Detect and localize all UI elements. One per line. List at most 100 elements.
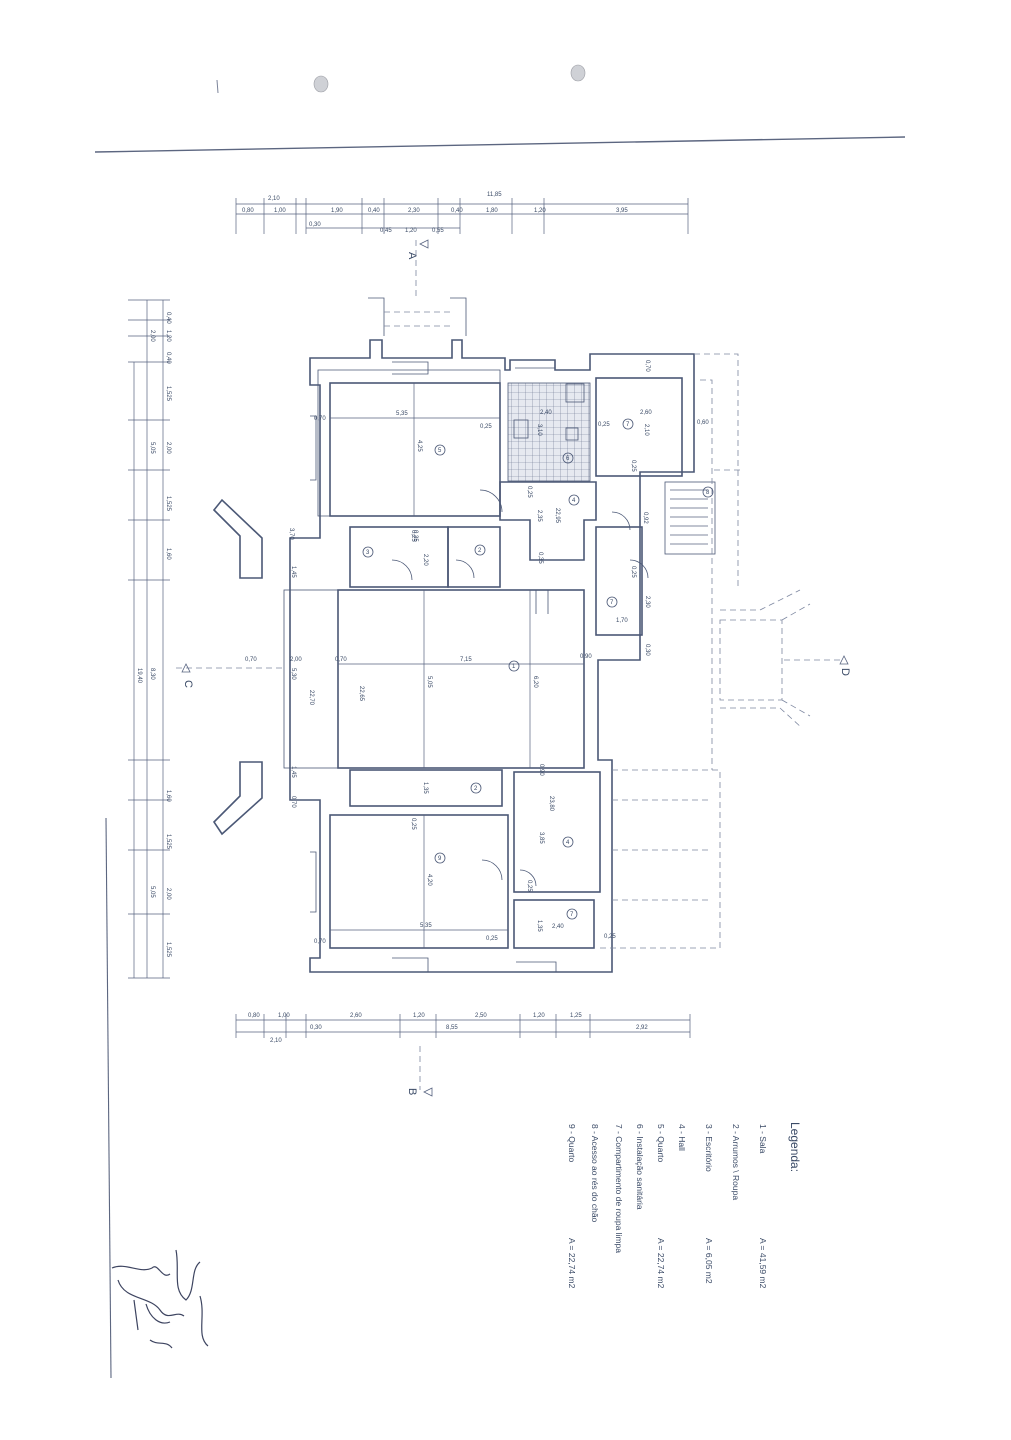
room-6-dim: 3,10 [536, 424, 542, 436]
left-dim: 5,05 [149, 442, 155, 454]
top-dimension-chain: 2,10 11,85 0,80 1,00 1,90 0,40 2,30 0,40… [235, 192, 689, 234]
svg-text:5: 5 [438, 448, 442, 454]
header-rule [94, 136, 906, 153]
left-dim: 1,60 [165, 548, 171, 560]
top-dim: 0,55 [432, 228, 444, 234]
left-dim: 1,525 [165, 386, 171, 402]
bottom-dim: 1,20 [413, 1013, 425, 1019]
room-7c-dim: 1,35 [536, 920, 542, 932]
room-number-7: 7 [606, 596, 618, 608]
room-4b-dim: 0,25 [526, 880, 532, 892]
room-5-dim: 4,25 [416, 440, 422, 452]
room-1-dim: 0,30 [644, 644, 650, 656]
room-1-dim: 22,65 [358, 686, 364, 702]
legend-item-label: 2 - Arrumos \ Roupa [731, 1124, 741, 1200]
room-7b-dim: 1,70 [616, 618, 628, 624]
room-5-dim: 0,25 [480, 424, 492, 430]
section-marker-d: D [784, 655, 851, 676]
exterior-dashed-outline [600, 353, 811, 949]
room-8-stairs [664, 481, 716, 555]
bottom-dim: 2,60 [350, 1013, 362, 1019]
room-number-7: 7 [622, 418, 634, 430]
bottom-dim: 0,80 [248, 1013, 260, 1019]
room-4b-hall [513, 771, 601, 893]
room-1-dim: 0,70 [245, 657, 257, 663]
room-9-dim: 0,25 [486, 936, 498, 942]
section-marker-b: B [406, 1046, 433, 1097]
room-2a-outline [447, 526, 501, 588]
room-4b-dim: 23,80 [548, 796, 554, 812]
top-dim: 0,80 [242, 208, 254, 214]
svg-text:7: 7 [570, 912, 574, 918]
section-marker-a: A [406, 239, 429, 298]
room-2b-outline [349, 769, 503, 807]
room-1-dim: 22,70 [308, 690, 314, 706]
room-1-dim: 7,15 [460, 657, 472, 663]
left-dimension-chain: 19,40 2,00 5,05 8,30 5,05 0,40 1,20 0,40… [128, 299, 171, 979]
room-7a-dim: 2,60 [640, 410, 652, 416]
room-2b-dim: 1,35 [422, 782, 428, 794]
bottom-dim: 1,20 [533, 1013, 545, 1019]
room-number-3: 3 [362, 546, 374, 558]
left-dim: 2,00 [149, 330, 155, 342]
room-7c-outline [513, 899, 595, 949]
left-dim: 0,40 [165, 352, 171, 364]
svg-text:7: 7 [610, 600, 614, 606]
section-marker-c: C [176, 663, 284, 688]
room-6-bathroom [507, 382, 591, 482]
legend-item-label: 4 - Hall [677, 1124, 687, 1151]
left-dim: 2,00 [165, 442, 171, 454]
left-stub-dim: 1,45 [290, 566, 296, 578]
room-4a-dim: 2,35 [536, 510, 542, 522]
room-number-2: 2 [474, 544, 486, 556]
section-label-b: B [406, 1088, 418, 1095]
room-7b-outline [595, 526, 643, 636]
top-dim: 0,40 [368, 208, 380, 214]
svg-text:7: 7 [626, 422, 630, 428]
room-9-dim: 5,35 [420, 923, 432, 929]
left-stub-dim: 1,45 [290, 766, 296, 778]
legend-item-area: A = 22,74 m2 [567, 1238, 577, 1289]
left-dim: 5,05 [149, 886, 155, 898]
room-1-dim: 0,70 [335, 657, 347, 663]
bottom-dim: 2,92 [636, 1025, 648, 1031]
top-dim-overall-right: 11,85 [487, 192, 502, 198]
binding-mark [216, 79, 219, 94]
legend-item-label: 1 - Sala [758, 1124, 768, 1154]
room-number-9: 9 [434, 852, 446, 864]
top-dim: 1,00 [274, 208, 286, 214]
left-stub-dim: 3,70 [288, 528, 294, 540]
room-1-dim: 2,00 [290, 657, 302, 663]
room-3-dim: 0,25 [410, 530, 416, 542]
svg-text:3: 3 [366, 550, 370, 556]
room-4b-dim: 0,90 [538, 764, 544, 776]
top-dim: 1,90 [331, 208, 343, 214]
room-4b-dim: 3,85 [538, 832, 544, 844]
room-number-2: 2 [470, 782, 482, 794]
left-dim: 0,40 [165, 312, 171, 324]
punch-hole-left [313, 75, 329, 93]
bottom-dim: 8,55 [446, 1025, 458, 1031]
bottom-dim: 2,50 [475, 1013, 487, 1019]
room-dimensions: 7,15 5,05 6,20 22,65 22,70 2,00 0,70 0,7… [245, 360, 709, 948]
section-label-d: D [839, 668, 851, 676]
left-dim: 8,30 [149, 668, 155, 680]
svg-text:6: 6 [566, 456, 570, 462]
room-3-dim: 2,20 [422, 554, 428, 566]
room-number-6: 6 [562, 452, 574, 464]
legend-title: Legenda: [788, 1122, 802, 1172]
legend-item-area: A = 6,05 m2 [704, 1238, 714, 1284]
section-label-a: A [406, 252, 418, 260]
legend-item-label: 8 - Acesso ao rés do chão [590, 1124, 600, 1223]
room-1-dim: 0,90 [580, 654, 592, 660]
room-number-7: 7 [566, 908, 578, 920]
legend: Legenda: 1 - Sala A = 41,59 m2 2 - Arrum… [567, 1122, 802, 1289]
room-9-dim: 0,70 [314, 939, 326, 945]
top-dim: 1,20 [534, 208, 546, 214]
margin-line [105, 817, 112, 1379]
top-dim: 1,20 [405, 228, 417, 234]
top-dim-overall-left: 2,10 [268, 196, 280, 202]
left-dim: 2,00 [165, 888, 171, 900]
room-7c-dim: 2,40 [552, 924, 564, 930]
